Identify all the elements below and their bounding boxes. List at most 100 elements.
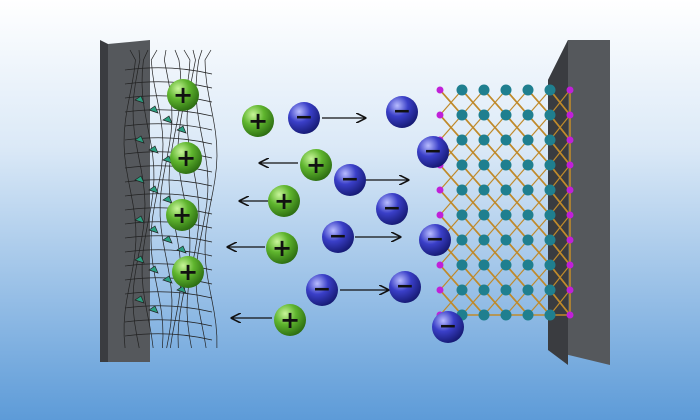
lattice-atom [456,134,468,146]
minus-sign: − [329,224,347,249]
minus-sign: − [396,274,414,299]
lattice-bond [439,189,463,216]
cation-sphere: + [166,199,198,231]
graphene-functional-group [162,115,173,124]
anion-sphere: − [288,102,320,134]
graphene-strand [124,179,213,187]
graphene-strand [124,193,213,201]
graphene-strand [124,249,213,257]
lattice-atom [478,209,490,221]
lattice-atom [544,309,556,321]
lattice-bond [461,289,485,316]
lattice-atom [500,184,512,196]
anion-sphere: − [419,224,451,256]
lattice-dopant-atom [566,186,574,194]
graphene-functional-group [176,245,187,254]
graphene-functional-group [162,275,173,284]
lattice-bond [439,89,463,116]
minus-sign: − [295,105,313,130]
graphene-strand [124,81,213,89]
minus-sign: − [439,314,457,339]
lattice-bond [461,114,485,141]
anion-sphere: − [389,271,421,303]
lattice-atom [478,134,490,146]
minus-sign: − [383,196,401,221]
lattice-dopant-atom [566,261,574,269]
lattice-bond [483,114,507,141]
cation-sphere: + [172,256,204,288]
graphene-strand [132,49,146,349]
lattice-dopant-atom [436,186,444,194]
lattice-atom [478,159,490,171]
plus-sign: + [272,234,292,262]
lattice-bond [527,89,551,116]
minus-sign: − [424,139,442,164]
plus-sign: + [274,187,294,215]
lattice-atom [522,159,534,171]
lattice-bond [439,239,463,266]
lattice-bond [505,239,529,266]
lattice-dopant-atom [436,211,444,219]
graphene-functional-group [134,135,145,144]
lattice-atom [544,234,556,246]
lattice-atom [478,284,490,296]
minus-sign: − [341,167,359,192]
lattice-atom [522,184,534,196]
lattice-atom [500,159,512,171]
cation-sphere: + [242,105,274,137]
lattice-atom [500,309,512,321]
lattice-bond [461,139,485,166]
lattice-dopant-atom [436,261,444,269]
lattice-bond [439,114,463,141]
graphene-strand [124,137,213,145]
plus-sign: + [248,107,268,135]
graphene-functional-group [148,225,159,234]
graphene-strand [124,109,213,117]
graphene-strand [124,67,213,75]
lattice-bond [505,264,529,291]
minus-sign: − [313,277,331,302]
lattice-atom [478,309,490,321]
lattice-atom [456,109,468,121]
graphene-strand [124,151,213,159]
lattice-atom [456,209,468,221]
graphene-strand [141,49,155,349]
graphene-functional-group [134,215,145,224]
left-electrode [100,40,150,362]
lattice-atom [500,234,512,246]
lattice-bond [527,239,551,266]
lattice-atom [522,309,534,321]
plus-sign: + [178,258,198,286]
lattice-bond [483,264,507,291]
graphene-strand [124,291,213,299]
lattice-bond [461,189,485,216]
lattice-bond [483,239,507,266]
lattice-dopant-atom [566,86,574,94]
graphene-functional-group [134,295,145,304]
lattice-bond [505,214,529,241]
lattice-dopant-atom [566,311,574,319]
lattice-atom [456,84,468,96]
lattice-bond [527,164,551,191]
lattice-bond [461,214,485,241]
lattice-dopant-atom [436,111,444,119]
lattice-atom [456,234,468,246]
lattice-atom [544,184,556,196]
graphene-strand [150,49,164,349]
lattice-atom [478,259,490,271]
cation-sphere: + [266,232,298,264]
graphene-functional-group [148,265,159,274]
lattice-atom [478,109,490,121]
lattice-atom [544,284,556,296]
lattice-bond [505,139,529,166]
lattice-bond [527,289,551,316]
lattice-bond [505,89,529,116]
lattice-bond [483,164,507,191]
graphene-functional-group [134,95,145,104]
lattice-bond [527,264,551,291]
anion-sphere: − [306,274,338,306]
lattice-atom [522,209,534,221]
lattice-atom [500,284,512,296]
lattice-bond [461,264,485,291]
lattice-atom [478,184,490,196]
